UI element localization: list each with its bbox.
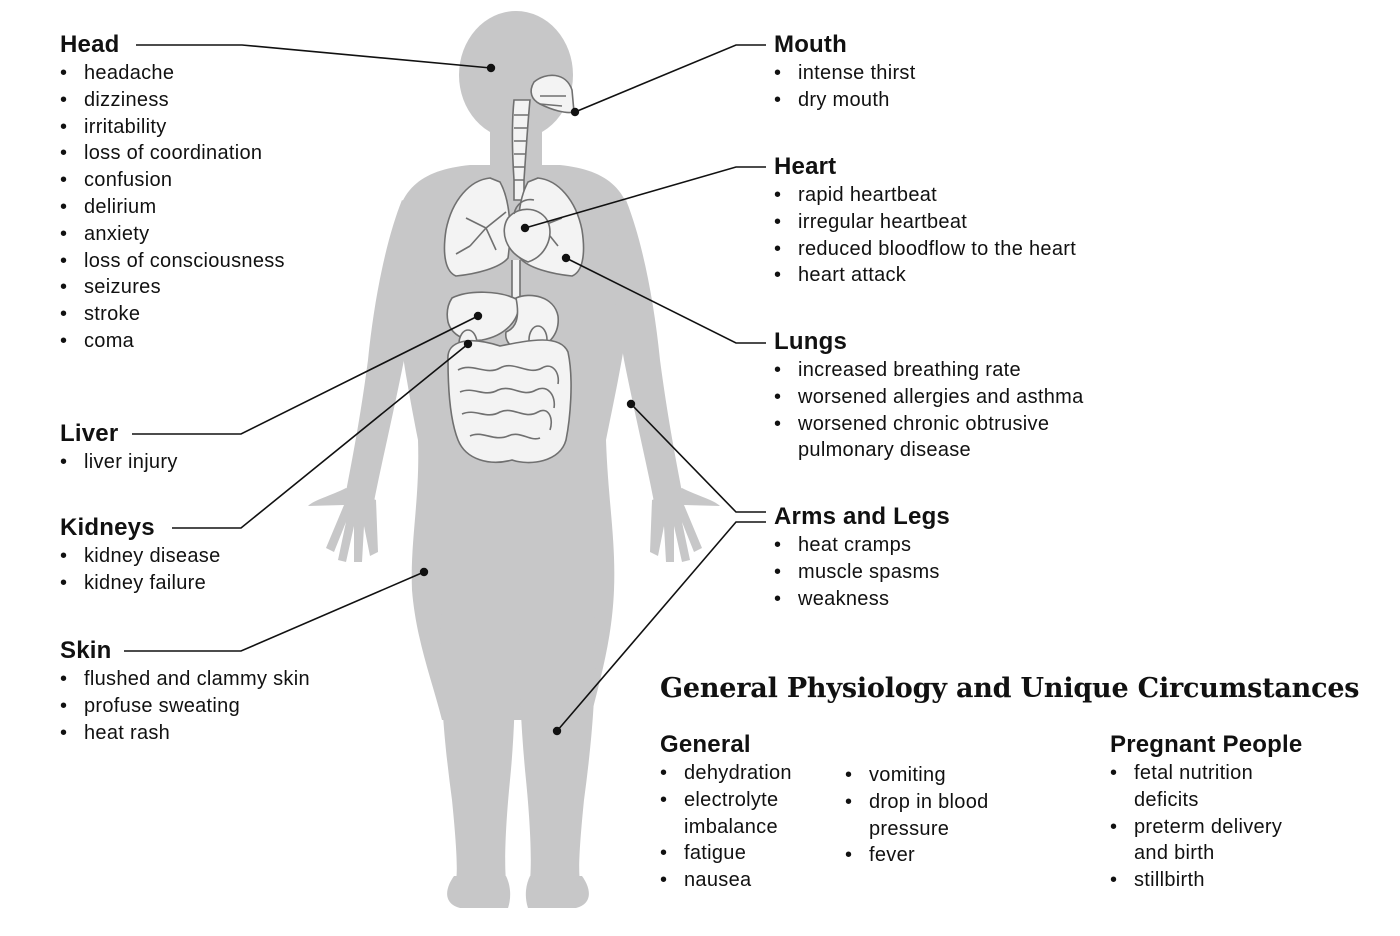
symptom-item: liver injury bbox=[60, 449, 178, 476]
general-symptoms-continued: vomitingdrop in blood pressurefever bbox=[845, 761, 1045, 869]
symptom-item: rapid heartbeat bbox=[774, 182, 1076, 209]
lungs-title: Lungs bbox=[774, 328, 1134, 356]
symptom-item: reduced bloodflow to the heart bbox=[774, 236, 1076, 263]
symptom-item: irregular heartbeat bbox=[774, 209, 1076, 236]
symptom-item: increased breathing rate bbox=[774, 357, 1134, 384]
symptom-item: heat rash bbox=[60, 720, 310, 747]
head-title: Head bbox=[60, 31, 285, 59]
mouth-symptoms: Mouthintense thirstdry mouth bbox=[774, 31, 916, 114]
dot-heart bbox=[521, 224, 529, 232]
symptom-item: drop in blood pressure bbox=[845, 789, 1045, 843]
pregnant-title: Pregnant People bbox=[1110, 731, 1320, 759]
symptom-item: fatigue bbox=[660, 840, 820, 867]
symptom-item: worsened chronic obtrusive pulmonary dis… bbox=[774, 411, 1134, 465]
heart-title: Heart bbox=[774, 153, 1076, 181]
symptom-item: dry mouth bbox=[774, 87, 916, 114]
leader-mouth bbox=[575, 45, 766, 112]
dot-liver bbox=[474, 312, 482, 320]
symptom-item: dizziness bbox=[60, 87, 285, 114]
symptom-item: intense thirst bbox=[774, 60, 916, 87]
kidneys-title: Kidneys bbox=[60, 514, 221, 542]
limbs-title: Arms and Legs bbox=[774, 503, 950, 531]
symptom-item: electrolyte imbalance bbox=[660, 787, 820, 841]
liver-symptoms: Liverliver injury bbox=[60, 420, 178, 476]
symptom-item: fever bbox=[845, 842, 1045, 869]
symptom-item: nausea bbox=[660, 867, 820, 894]
symptom-item: preterm delivery and birth bbox=[1110, 814, 1320, 868]
liver-title: Liver bbox=[60, 420, 178, 448]
dot-head bbox=[487, 64, 495, 72]
dot-mouth bbox=[571, 108, 579, 116]
symptom-item: fetal nutrition deficits bbox=[1110, 760, 1320, 814]
skin-title: Skin bbox=[60, 637, 310, 665]
symptom-item: seizures bbox=[60, 274, 285, 301]
dot-skin bbox=[420, 568, 428, 576]
symptom-item: dehydration bbox=[660, 760, 820, 787]
symptom-item: irritability bbox=[60, 114, 285, 141]
symptom-item: vomiting bbox=[845, 762, 1045, 789]
symptom-item: stroke bbox=[60, 301, 285, 328]
head-symptoms: Headheadachedizzinessirritabilityloss of… bbox=[60, 31, 285, 355]
general-symptoms: Generaldehydrationelectrolyte imbalancef… bbox=[660, 731, 820, 894]
general-title: General bbox=[660, 731, 820, 759]
symptom-item: headache bbox=[60, 60, 285, 87]
mouth-title: Mouth bbox=[774, 31, 916, 59]
pregnant-symptoms: Pregnant Peoplefetal nutrition deficitsp… bbox=[1110, 731, 1320, 894]
dot-kidneys bbox=[464, 340, 472, 348]
symptom-item: muscle spasms bbox=[774, 559, 950, 586]
symptom-item: anxiety bbox=[60, 221, 285, 248]
symptom-item: confusion bbox=[60, 167, 285, 194]
symptom-item: coma bbox=[60, 328, 285, 355]
symptom-item: flushed and clammy skin bbox=[60, 666, 310, 693]
symptom-item: weakness bbox=[774, 586, 950, 613]
intestines bbox=[448, 340, 571, 463]
symptom-item: loss of coordination bbox=[60, 140, 285, 167]
symptom-item: heat cramps bbox=[774, 532, 950, 559]
symptom-item: kidney disease bbox=[60, 543, 221, 570]
symptom-item: stillbirth bbox=[1110, 867, 1320, 894]
symptom-item: delirium bbox=[60, 194, 285, 221]
symptom-item: profuse sweating bbox=[60, 693, 310, 720]
internal-organs bbox=[444, 75, 583, 462]
limbs-symptoms: Arms and Legsheat crampsmuscle spasmswea… bbox=[774, 503, 950, 612]
symptom-item: kidney failure bbox=[60, 570, 221, 597]
symptom-item: heart attack bbox=[774, 262, 1076, 289]
skin-symptoms: Skinflushed and clammy skinprofuse sweat… bbox=[60, 637, 310, 746]
symptom-item: loss of consciousness bbox=[60, 248, 285, 275]
dot-legs bbox=[553, 727, 561, 735]
kidneys-symptoms: Kidneyskidney diseasekidney failure bbox=[60, 514, 221, 597]
dot-arms bbox=[627, 400, 635, 408]
lungs-symptoms: Lungsincreased breathing rateworsened al… bbox=[774, 328, 1134, 464]
symptom-item: worsened allergies and asthma bbox=[774, 384, 1134, 411]
dot-lungs bbox=[562, 254, 570, 262]
section-title: General Physiology and Unique Circumstan… bbox=[660, 672, 1359, 706]
heart-symptoms: Heartrapid heartbeatirregular heartbeatr… bbox=[774, 153, 1076, 289]
